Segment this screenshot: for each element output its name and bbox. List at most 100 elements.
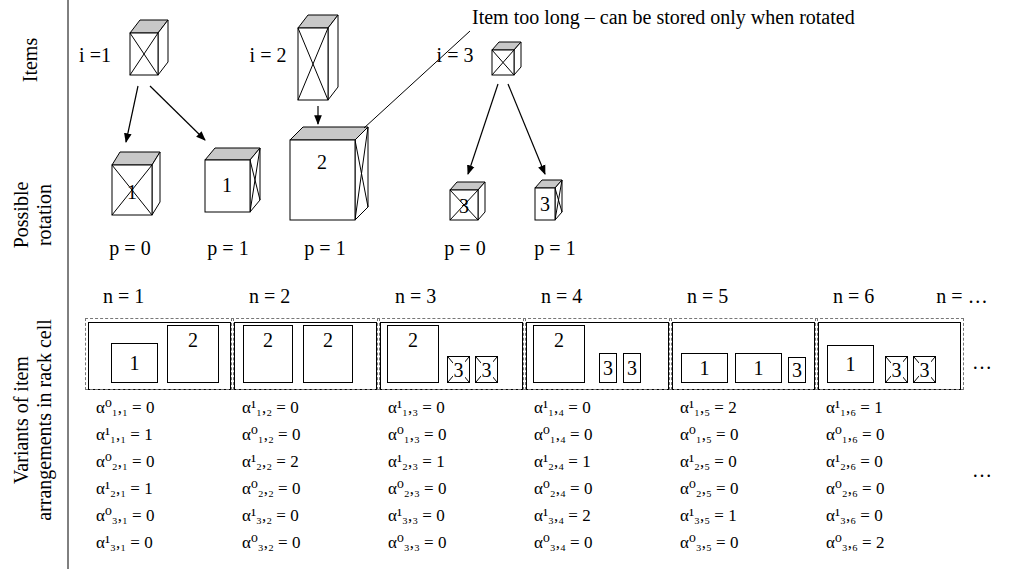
alpha-value: α⁰₃,₄ = 0 <box>534 533 592 553</box>
item-index: i = 3 <box>437 44 474 67</box>
row-heading: Items <box>19 20 42 100</box>
item-number: 1 <box>130 352 140 374</box>
alpha-value: α⁰₂,₅ = 0 <box>680 479 738 499</box>
rack-cell: n = 222 <box>234 322 377 390</box>
rack-cell: n = 5113 <box>672 322 815 390</box>
variant-index: n = 1 <box>103 285 144 308</box>
item-index: i =1 <box>79 44 111 67</box>
variant-index: n = 6 <box>833 285 874 308</box>
alpha-value: α¹₂,₄ = 1 <box>534 452 591 472</box>
alpha-value: α¹₁,₂ = 0 <box>242 398 299 418</box>
item-number: 3 <box>540 193 550 216</box>
rack-cell: n = 3233 <box>380 322 523 390</box>
rotation-arrows <box>126 84 545 174</box>
alpha-value: α⁰₁,₄ = 0 <box>534 425 592 445</box>
item-box: 3 <box>599 353 617 383</box>
alpha-value: α⁰₂,₄ = 0 <box>534 479 592 499</box>
item-number: 3 <box>453 359 465 381</box>
alpha-value: α¹₁,₃ = 0 <box>388 398 445 418</box>
item-number: 2 <box>554 326 564 351</box>
item-box: 3 <box>885 356 908 383</box>
alpha-value: α¹₂,₂ = 2 <box>242 452 299 472</box>
alpha-value: α⁰₁,₆ = 0 <box>826 425 884 445</box>
alpha-value: α¹₁,₆ = 1 <box>826 398 883 418</box>
rotation-index: p = 1 <box>304 237 345 260</box>
rotation-index: p = 0 <box>109 237 150 260</box>
item-box: 2 <box>533 325 585 383</box>
item-number: 2 <box>323 326 333 351</box>
ellipsis: … <box>972 459 992 482</box>
variant-index: n = 5 <box>687 285 728 308</box>
item-number: 3 <box>891 359 903 381</box>
alpha-value: α⁰₃,₂ = 0 <box>242 533 300 553</box>
alpha-value: α⁰₂,₂ = 0 <box>242 479 300 499</box>
item-number: 3 <box>603 357 613 379</box>
item-box: 2 <box>387 325 439 383</box>
alpha-value: α⁰₃,₅ = 0 <box>680 533 738 553</box>
item-box: 1 <box>735 353 782 383</box>
callout-note: Item too long – can be stored only when … <box>472 6 855 29</box>
alpha-value: α⁰₃,₆ = 2 <box>826 533 884 553</box>
item-box: 1 <box>111 343 158 383</box>
rack-cell: n = 4233 <box>526 322 669 390</box>
item-box: 3 <box>623 353 641 383</box>
item-number: 3 <box>627 357 637 379</box>
variant-index: n = … <box>936 285 987 308</box>
alpha-value: α⁰₁,₅ = 0 <box>680 425 738 445</box>
item-boxes <box>112 15 562 220</box>
item-box: 3 <box>447 356 470 383</box>
alpha-value: α¹₃,₄ = 2 <box>534 506 591 526</box>
item-box: 3 <box>475 356 498 383</box>
row-heading: Variants of item arrangements in rack ce… <box>10 308 56 533</box>
rotation-index: p = 1 <box>207 237 248 260</box>
item-box: 3 <box>913 356 936 383</box>
alpha-value: α¹₂,₅ = 0 <box>680 452 737 472</box>
item-box: 2 <box>243 325 293 383</box>
item-number: 3 <box>459 195 469 218</box>
item-box: 2 <box>167 325 219 383</box>
alpha-value: α¹₃,₁ = 0 <box>96 533 153 553</box>
item-number: 3 <box>481 359 493 381</box>
alpha-value: α¹₂,₁ = 1 <box>96 479 153 499</box>
variant-index: n = 2 <box>249 285 290 308</box>
alpha-value: α⁰₁,₃ = 0 <box>388 425 446 445</box>
item-index: i = 2 <box>250 44 287 67</box>
item-number: 2 <box>408 326 418 351</box>
ellipsis: … <box>972 351 992 374</box>
alpha-value: α¹₁,₁ = 1 <box>96 425 153 445</box>
variant-index: n = 4 <box>541 285 582 308</box>
alpha-value: α⁰₂,₁ = 0 <box>96 452 154 472</box>
item-box: 1 <box>827 345 874 383</box>
item-number: 2 <box>317 151 327 174</box>
alpha-value: α⁰₂,₃ = 0 <box>388 479 446 499</box>
item-number: 1 <box>754 357 764 379</box>
alpha-value: α¹₁,₄ = 0 <box>534 398 591 418</box>
row-heading: Possible rotation <box>10 165 56 265</box>
item-number: 2 <box>263 326 273 351</box>
alpha-value: α⁰₁,₁ = 0 <box>96 398 154 418</box>
alpha-value: α¹₃,₃ = 0 <box>388 506 445 526</box>
alpha-value: α⁰₃,₃ = 0 <box>388 533 446 553</box>
item-box: 2 <box>303 325 353 383</box>
item-number: 1 <box>700 357 710 379</box>
item-number: 1 <box>127 181 137 204</box>
divider-line <box>68 0 69 569</box>
alpha-value: α¹₁,₅ = 2 <box>680 398 737 418</box>
item-number: 1 <box>222 174 232 197</box>
item-number: 3 <box>792 359 802 381</box>
alpha-value: α⁰₁,₂ = 0 <box>242 425 300 445</box>
alpha-value: α¹₃,₅ = 1 <box>680 506 737 526</box>
item-number: 3 <box>919 359 931 381</box>
alpha-value: α¹₃,₂ = 0 <box>242 506 299 526</box>
alpha-value: α⁰₃,₁ = 0 <box>96 506 154 526</box>
alpha-value: α¹₃,₆ = 0 <box>826 506 883 526</box>
item-box: 1 <box>681 353 728 383</box>
alpha-value: α¹₂,₃ = 1 <box>388 452 445 472</box>
rack-cell: n = 112 <box>88 322 231 390</box>
rotation-index: p = 0 <box>444 237 485 260</box>
variant-index: n = 3 <box>395 285 436 308</box>
rotation-index: p = 1 <box>534 237 575 260</box>
item-number: 2 <box>188 326 198 351</box>
alpha-value: α¹₂,₆ = 0 <box>826 452 883 472</box>
item-number: 1 <box>846 353 856 375</box>
